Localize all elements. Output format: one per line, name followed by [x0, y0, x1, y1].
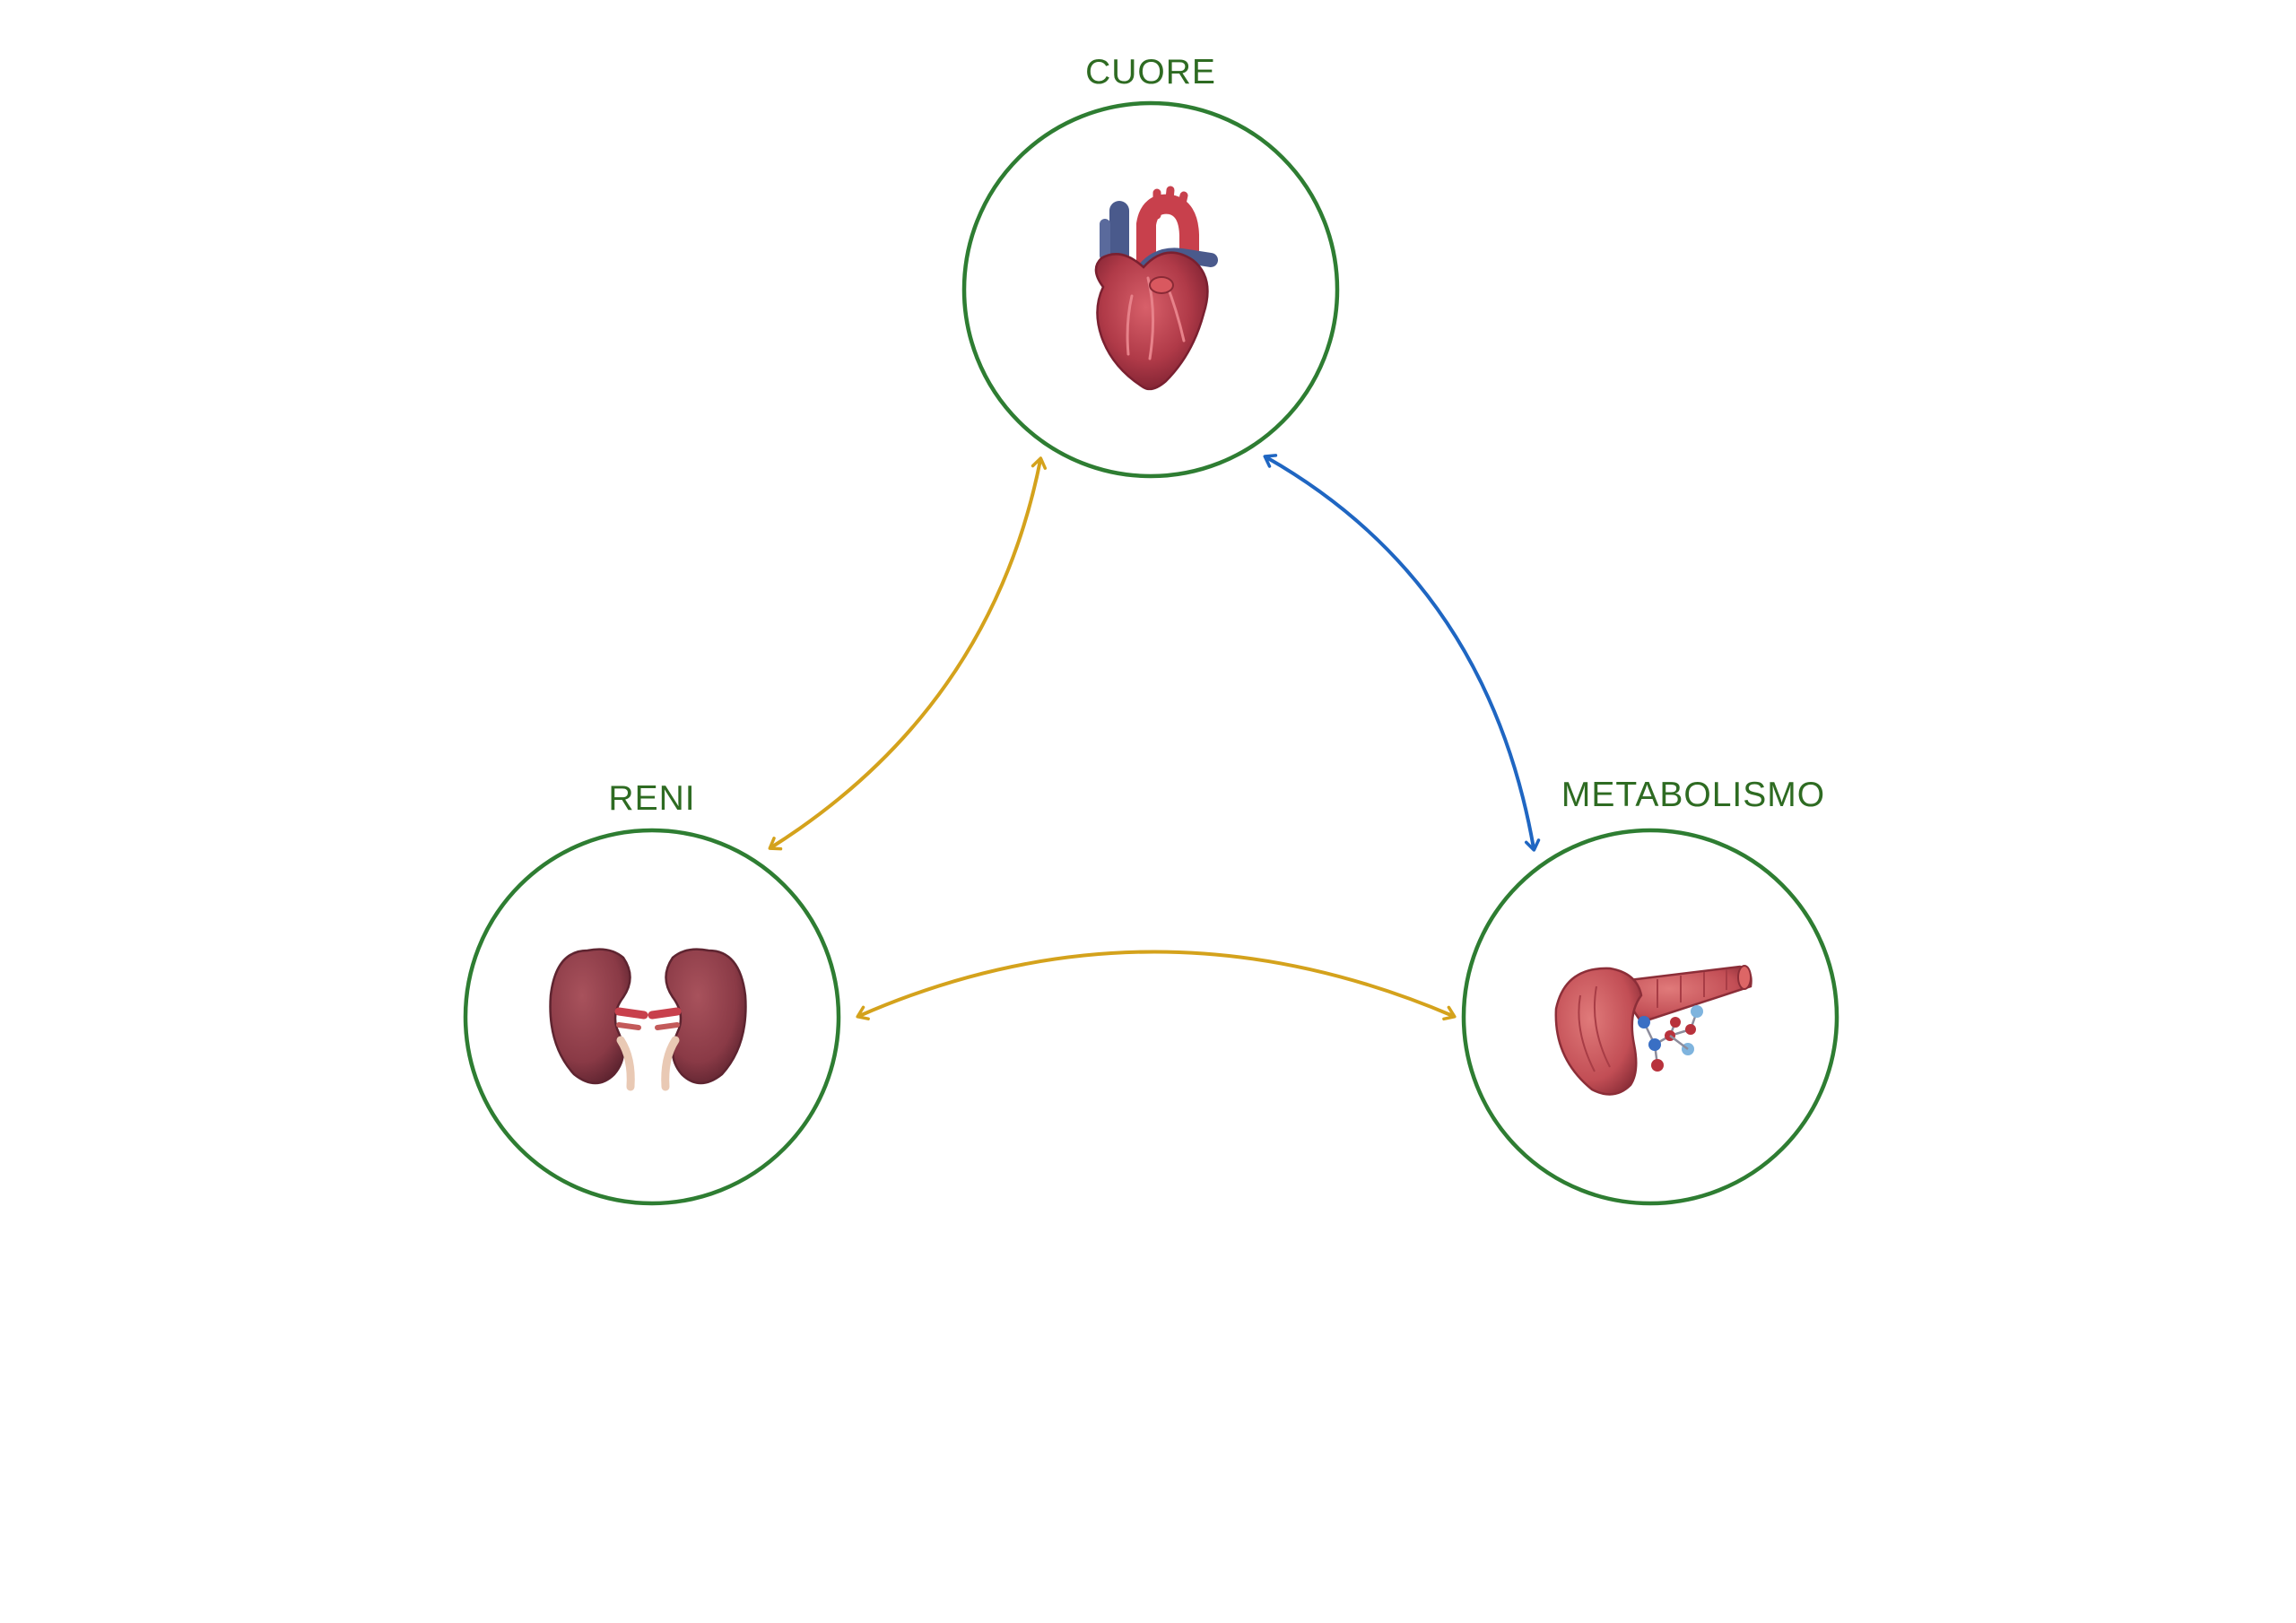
kidneys-icon	[549, 948, 747, 1091]
arrow-heart-kidneys	[768, 456, 1048, 851]
node-metabolism: METABOLISMO	[1461, 776, 1839, 1206]
node-label-metabolism: METABOLISMO	[1561, 776, 1825, 814]
arrow-heart-metabolism	[1263, 454, 1541, 852]
node-heart: CUORE	[961, 53, 1340, 479]
node-kidneys: RENI	[463, 779, 841, 1206]
arrow-kidneys-metabolism	[856, 950, 1457, 1021]
heart-icon	[1094, 186, 1218, 391]
node-label-kidneys: RENI	[608, 779, 695, 818]
pancreas-icon	[1554, 965, 1752, 1096]
node-label-heart: CUORE	[1085, 53, 1216, 91]
